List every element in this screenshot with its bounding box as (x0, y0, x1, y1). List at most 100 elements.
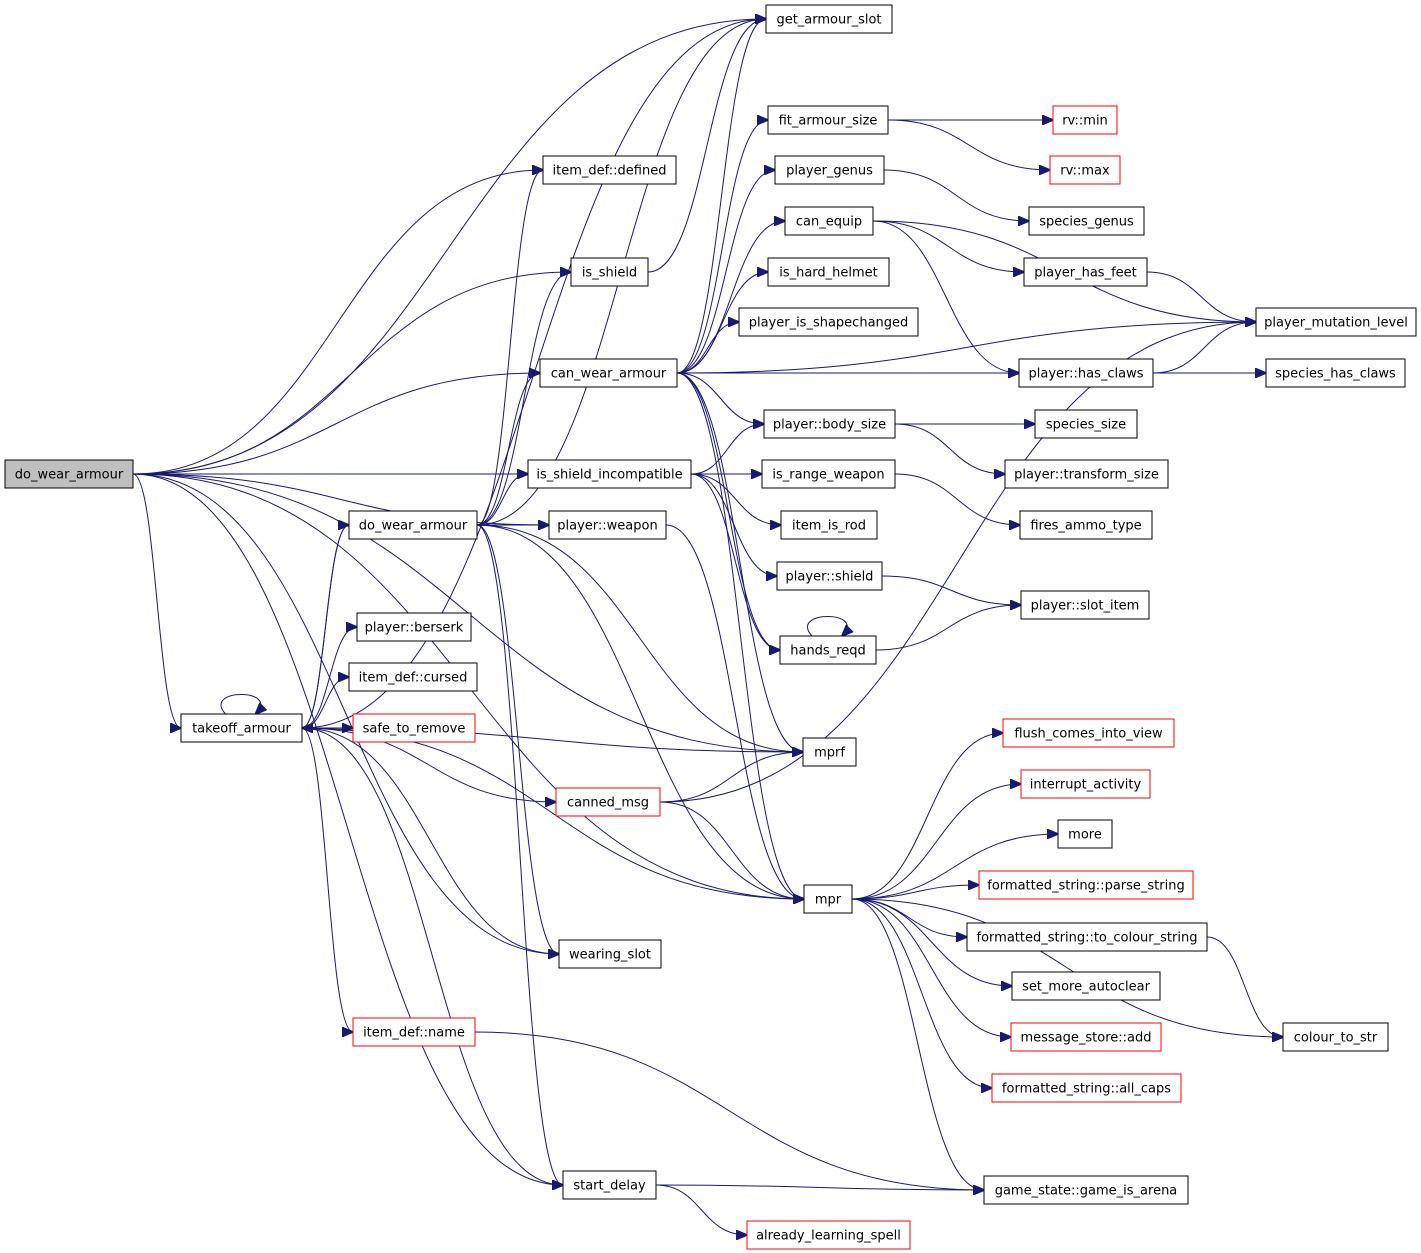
edge-fit_armour_size-to-rv_max (887, 119, 1050, 170)
edge-can_wear_armour-to-get_armour_slot (676, 19, 766, 374)
node-game_state_game_is_arena[interactable]: game_state::game_is_arena (983, 1175, 1189, 1205)
edge-can_wear_armour-to-player_is_shapechanged (676, 322, 739, 374)
node-fires_ammo_type[interactable]: fires_ammo_type (1019, 510, 1153, 540)
node-box-interrupt_activity (1020, 769, 1151, 799)
edge-do_wear_armour_2-to-is_shield (476, 272, 571, 526)
node-label-safe_to_remove: safe_to_remove (363, 722, 466, 737)
node-player_shield[interactable]: player::shield (776, 561, 883, 591)
node-can_equip[interactable]: can_equip (784, 206, 874, 236)
node-label-player_is_shapechanged: player_is_shapechanged (749, 316, 909, 331)
node-interrupt_activity[interactable]: interrupt_activity (1020, 769, 1151, 799)
edge-takeoff_armour-to-item_def_name (301, 727, 353, 1032)
node-box-formatted_string_all_caps (991, 1073, 1182, 1103)
node-box-fit_armour_size (767, 105, 889, 135)
nodes: do_wear_armour get_armour_slotitem_def::d… (4, 4, 1417, 1250)
node-species_has_claws[interactable]: species_has_claws (1265, 358, 1406, 388)
node-label-colour_to_str: colour_to_str (1294, 1031, 1378, 1046)
node-species_genus[interactable]: species_genus (1028, 206, 1145, 236)
node-rv_max[interactable]: rv::max (1049, 155, 1121, 185)
node-player_slot_item[interactable]: player::slot_item (1020, 590, 1150, 620)
node-player_has_claws[interactable]: player::has_claws (1018, 358, 1154, 388)
node-box-item_def_defined (542, 155, 677, 185)
node-is_shield_incompatible[interactable]: is_shield_incompatible (527, 459, 692, 489)
node-player_is_shapechanged[interactable]: player_is_shapechanged (738, 307, 919, 337)
edge-do_wear_armour_root-to-player_weapon (132, 473, 549, 525)
node-formatted_string_to_colour_string[interactable]: formatted_string::to_colour_string (966, 922, 1208, 952)
node-box-player_transform_size (1004, 459, 1169, 489)
node-box-species_has_claws (1265, 358, 1406, 388)
edge-hands_reqd-to-hands_reqd (807, 616, 847, 637)
node-rv_min[interactable]: rv::min (1052, 105, 1118, 135)
node-formatted_string_all_caps[interactable]: formatted_string::all_caps (991, 1073, 1182, 1103)
node-box-player_mutation_level (1255, 307, 1417, 337)
node-player_body_size[interactable]: player::body_size (763, 409, 896, 439)
node-label-formatted_string_to_colour_string: formatted_string::to_colour_string (977, 931, 1198, 946)
node-species_size[interactable]: species_size (1034, 409, 1138, 439)
node-label-is_hard_helmet: is_hard_helmet (779, 266, 878, 281)
node-canned_msg[interactable]: canned_msg (555, 787, 661, 817)
node-item_def_name[interactable]: item_def::name (352, 1017, 476, 1047)
node-get_armour_slot[interactable]: get_armour_slot (765, 4, 893, 34)
edge-player_weapon-to-mpr (665, 524, 804, 899)
node-box-more (1057, 819, 1113, 849)
node-item_def_defined[interactable]: item_def::defined (542, 155, 677, 185)
node-label-mprf: mprf (814, 746, 845, 761)
edge-is_shield_incompatible-to-player_body_size (690, 424, 764, 475)
edge-can_wear_armour-to-can_equip (676, 221, 785, 374)
node-player_berserk[interactable]: player::berserk (356, 612, 472, 642)
edge-mpr-to-colour_to_str (851, 898, 1283, 1037)
node-more[interactable]: more (1057, 819, 1113, 849)
node-takeoff_armour[interactable]: takeoff_armour (180, 713, 303, 743)
node-box-fires_ammo_type (1019, 510, 1153, 540)
node-set_more_autoclear[interactable]: set_more_autoclear (1011, 971, 1161, 1001)
edge-formatted_string_to_colour_string-to-colour_to_str (1206, 936, 1283, 1037)
node-player_genus[interactable]: player_genus (774, 155, 885, 185)
node-hands_reqd[interactable]: hands_reqd (779, 635, 877, 665)
node-box-player_genus (774, 155, 885, 185)
node-safe_to_remove[interactable]: safe_to_remove (352, 713, 476, 743)
node-item_def_cursed[interactable]: item_def::cursed (348, 662, 478, 692)
node-label-hands_reqd: hands_reqd (790, 644, 866, 659)
node-is_hard_helmet[interactable]: is_hard_helmet (767, 257, 890, 287)
node-label-species_has_claws: species_has_claws (1275, 367, 1396, 382)
edge-takeoff_armour-to-start_delay (301, 727, 563, 1185)
node-do_wear_armour_root[interactable]: do_wear_armour (4, 459, 134, 489)
node-fit_armour_size[interactable]: fit_armour_size (767, 105, 889, 135)
edge-do_wear_armour_root-to-wearing_slot (132, 473, 559, 954)
node-formatted_string_parse_string[interactable]: formatted_string::parse_string (978, 870, 1194, 900)
node-player_transform_size[interactable]: player::transform_size (1004, 459, 1169, 489)
node-player_mutation_level[interactable]: player_mutation_level (1255, 307, 1417, 337)
node-wearing_slot[interactable]: wearing_slot (558, 939, 662, 969)
edge-can_wear_armour-to-player_genus (676, 170, 775, 374)
node-can_wear_armour[interactable]: can_wear_armour (539, 358, 678, 388)
node-do_wear_armour_2[interactable]: do_wear_armour (348, 510, 478, 540)
node-colour_to_str[interactable]: colour_to_str (1282, 1022, 1389, 1052)
node-label-player_body_size: player::body_size (773, 418, 886, 433)
node-box-is_hard_helmet (767, 257, 890, 287)
node-label-player_genus: player_genus (786, 164, 873, 179)
node-flush_comes_into_view[interactable]: flush_comes_into_view (1002, 718, 1175, 748)
node-box-species_genus (1028, 206, 1145, 236)
node-mpr[interactable]: mpr (803, 884, 853, 914)
node-label-flush_comes_into_view: flush_comes_into_view (1014, 727, 1163, 742)
edge-canned_msg-to-mpr (659, 801, 804, 899)
node-label-interrupt_activity: interrupt_activity (1030, 778, 1142, 793)
node-box-get_armour_slot (765, 4, 893, 34)
node-is_range_weapon[interactable]: is_range_weapon (761, 459, 896, 489)
node-is_shield[interactable]: is_shield (570, 257, 649, 287)
node-player_has_feet[interactable]: player_has_feet (1023, 257, 1148, 287)
node-mprf[interactable]: mprf (802, 737, 857, 767)
node-label-item_def_defined: item_def::defined (553, 164, 667, 179)
node-item_is_rod[interactable]: item_is_rod (780, 510, 878, 540)
node-box-item_is_rod (780, 510, 878, 540)
node-label-set_more_autoclear: set_more_autoclear (1022, 980, 1151, 995)
node-box-player_is_shapechanged (738, 307, 919, 337)
edge-can_wear_armour-to-mprf (676, 372, 803, 752)
edge-takeoff_armour-to-player_berserk (301, 627, 357, 729)
edge-do_wear_armour_root-to-get_armour_slot (132, 19, 766, 475)
node-box-can_wear_armour (539, 358, 678, 388)
node-message_store_add[interactable]: message_store::add (1010, 1022, 1162, 1052)
node-already_learning_spell[interactable]: already_learning_spell (746, 1220, 911, 1250)
node-player_weapon[interactable]: player::weapon (548, 510, 667, 540)
node-start_delay[interactable]: start_delay (562, 1170, 657, 1200)
